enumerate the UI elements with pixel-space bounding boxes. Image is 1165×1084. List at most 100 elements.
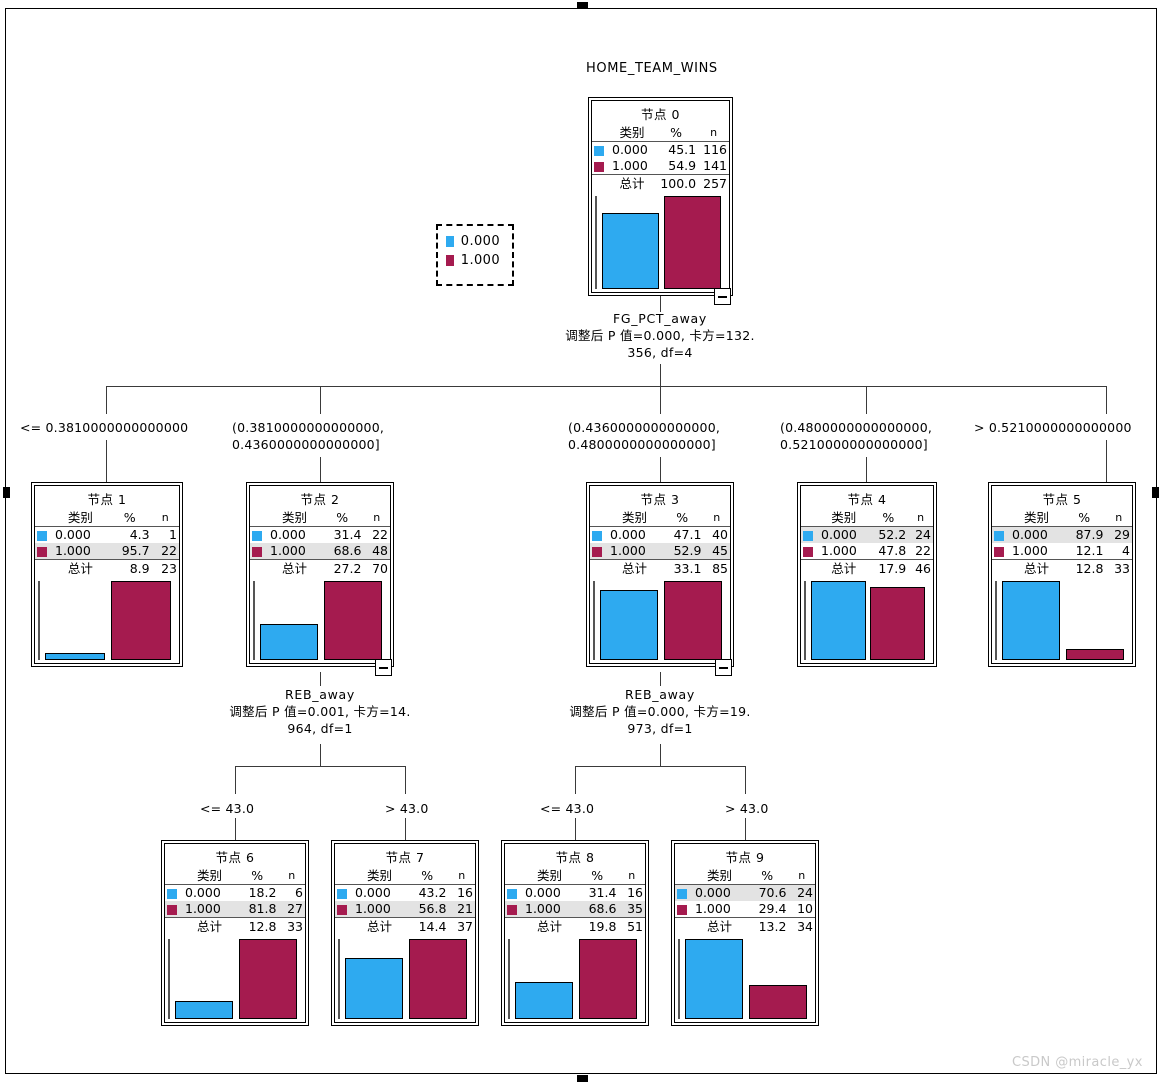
node-title: 节点 9 — [725, 850, 765, 865]
node-bar-chart — [995, 581, 1129, 660]
class-swatch-0 — [677, 888, 687, 899]
edge-to-node4 — [866, 386, 867, 414]
total-label: 总计 — [619, 176, 645, 191]
class-percent: 47.8 — [868, 543, 909, 560]
class-n: 22 — [372, 527, 388, 542]
node-title: 节点 5 — [1042, 492, 1082, 507]
selection-handle-bottom[interactable] — [577, 1075, 588, 1082]
class-swatch-1 — [167, 904, 177, 915]
total-percent: 13.2 — [758, 919, 787, 934]
edge-node3-to-bus — [660, 744, 661, 766]
edge-label-line1: > 0.5210000000000000 — [974, 420, 1132, 435]
edge-drop-node4 — [866, 457, 867, 482]
node-title: 节点 8 — [555, 850, 595, 865]
header-percent: % — [406, 868, 449, 885]
edge-label-line1: (0.3810000000000000, — [232, 420, 385, 435]
class-n: 4 — [1105, 543, 1132, 560]
selection-handle-left[interactable] — [3, 487, 10, 498]
edge-label-node8: <= 43.0 — [540, 800, 594, 817]
node-title: 节点 6 — [215, 850, 255, 865]
bar-class1 — [664, 196, 721, 289]
node-stats-table: 类别 % n 0.000 45.1 116 1.000 54.9 141 — [592, 125, 729, 192]
tree-node-4[interactable]: 节点 4 类别 % n 0.000 52.2 24 1.000 47. — [797, 482, 937, 667]
class-percent: 68.6 — [321, 543, 364, 560]
class-percent: 52.9 — [661, 543, 704, 560]
edge-root-to-bus — [660, 364, 661, 386]
collapse-button-node3[interactable] — [715, 659, 732, 676]
table-total-row: 总计 13.2 34 — [675, 918, 815, 936]
collapse-button-node0[interactable] — [714, 288, 731, 305]
node-bar-chart — [804, 581, 930, 660]
class-swatch-0 — [594, 145, 604, 156]
table-row: 0.000 70.6 24 — [675, 884, 815, 901]
edge-to-node8 — [575, 766, 576, 794]
edge-bus-node3-children — [575, 766, 745, 767]
class-swatch-0 — [507, 888, 517, 899]
header-n: n — [448, 868, 475, 885]
edge-label-line1: <= 43.0 — [540, 801, 595, 816]
header-n: n — [703, 510, 730, 527]
table-row: 1.000 54.9 141 — [592, 158, 729, 175]
class-percent: 4.3 — [129, 527, 150, 542]
header-category: 类别 — [353, 868, 407, 885]
node-bar-chart — [678, 939, 812, 1019]
bar-class1 — [408, 939, 467, 1019]
bar-class1 — [663, 581, 722, 660]
class-n: 24 — [788, 884, 815, 901]
edge-label-node2: (0.3810000000000000, 0.4360000000000000] — [232, 419, 384, 453]
tree-node-3[interactable]: 节点 3 类别 % n 0.000 47.1 40 1.000 52. — [586, 482, 734, 667]
total-label: 总计 — [707, 919, 733, 934]
class-label: 1.000 — [523, 901, 577, 918]
tree-node-5[interactable]: 节点 5 类别 % n 0.000 87.9 29 1.000 12. — [988, 482, 1136, 667]
class-label: 1.000 — [610, 158, 655, 175]
total-label: 总计 — [67, 561, 93, 576]
total-label: 总计 — [831, 561, 857, 576]
node-stats-table: 类别 % n 0.000 18.2 6 1.000 81.8 27 — [165, 868, 305, 935]
total-n: 257 — [703, 176, 727, 191]
node-bar-chart — [593, 581, 727, 660]
tree-node-2[interactable]: 节点 2 类别 % n 0.000 31.4 22 1.000 68. — [246, 482, 394, 667]
class-label: 0.000 — [610, 527, 646, 542]
header-category: 类别 — [693, 868, 747, 885]
split-stats-line1: 调整后 P 值=0.000, 卡方=132. — [565, 328, 755, 343]
bar-class1 — [870, 587, 926, 660]
selection-handle-right[interactable] — [1152, 487, 1159, 498]
node-title: 节点 1 — [87, 492, 127, 507]
tree-node-1[interactable]: 节点 1 类别 % n 0.000 4.3 1 1.000 95.7 — [31, 482, 183, 667]
watermark: CSDN @miracle_yx — [1012, 1055, 1143, 1070]
legend-item-0: 0.000 — [446, 232, 500, 251]
class-label: 1.000 — [53, 543, 108, 560]
header-percent: % — [746, 868, 789, 885]
class-swatch-1 — [592, 546, 602, 557]
split-info-node2: REB_away 调整后 P 值=0.001, 卡方=14. 964, df=1 — [220, 686, 420, 737]
total-percent: 17.9 — [878, 561, 907, 576]
bar-class1 — [748, 985, 807, 1019]
node-bar-chart — [595, 196, 726, 289]
table-total-row: 总计 12.8 33 — [165, 918, 305, 936]
table-total-row: 总计 100.0 257 — [592, 175, 729, 193]
tree-node-7[interactable]: 节点 7 类别 % n 0.000 43.2 16 1.000 56. — [331, 840, 479, 1026]
legend-label-class0: 0.000 — [460, 234, 500, 249]
table-header-row: 类别 % n — [801, 510, 933, 527]
selection-handle-top[interactable] — [577, 2, 588, 9]
table-row: 0.000 52.2 24 — [801, 526, 933, 543]
bar-class0 — [602, 212, 659, 289]
tree-node-0[interactable]: 节点 0 类别 % n 0.000 45.1 116 1.000 54 — [588, 97, 733, 296]
class-label: 0.000 — [55, 527, 91, 542]
table-row: 1.000 12.1 4 — [992, 543, 1132, 560]
table-row: 1.000 81.8 27 — [165, 901, 305, 918]
edge-label-line1: > 43.0 — [725, 801, 769, 816]
split-info-node3: REB_away 调整后 P 值=0.000, 卡方=19. 973, df=1 — [560, 686, 760, 737]
node-title: 节点 4 — [847, 492, 887, 507]
total-label: 总计 — [622, 561, 648, 576]
header-percent: % — [236, 868, 279, 885]
tree-node-6[interactable]: 节点 6 类别 % n 0.000 18.2 6 1.000 81.8 — [161, 840, 309, 1026]
edge-label-node7: > 43.0 — [385, 800, 428, 817]
edge-node2-to-bus — [320, 744, 321, 766]
collapse-button-node2[interactable] — [375, 659, 392, 676]
tree-node-8[interactable]: 节点 8 类别 % n 0.000 31.4 16 1.000 68. — [501, 840, 649, 1026]
bar-class0 — [345, 958, 404, 1019]
edge-label-line1: > 43.0 — [385, 801, 429, 816]
edge-drop-node5 — [1106, 440, 1107, 482]
tree-node-9[interactable]: 节点 9 类别 % n 0.000 70.6 24 1.000 29. — [671, 840, 819, 1026]
